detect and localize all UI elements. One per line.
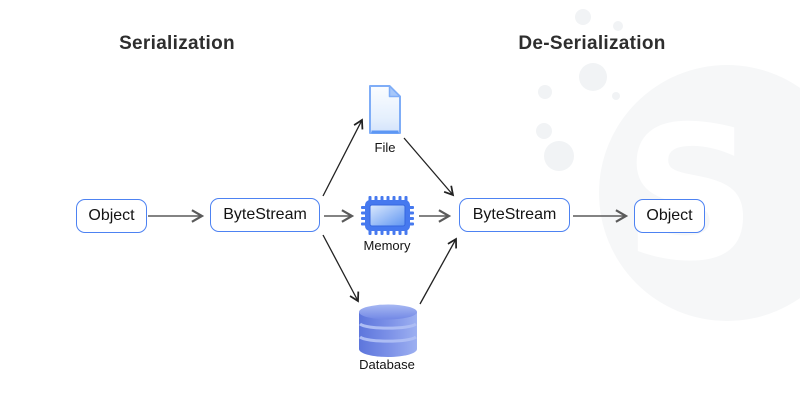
arrow-bytestream-to-file: [322, 118, 364, 197]
arrow-database-to-bytestream: [419, 237, 458, 305]
node-object-left: Object: [76, 199, 147, 233]
node-bytestream-right: ByteStream: [459, 198, 570, 232]
watermark-circle: [599, 65, 800, 321]
serialization-heading: Serialization: [119, 33, 235, 54]
watermark-letter: S: [623, 86, 756, 302]
file-label: File: [374, 140, 396, 155]
deserialization-heading: De-Serialization: [518, 33, 666, 54]
arrow-file-to-bytestream: [403, 137, 455, 197]
memory-chip-icon: [361, 196, 414, 235]
node-object-right: Object: [634, 199, 705, 233]
database-label: Database: [359, 357, 415, 372]
memory-label: Memory: [363, 238, 411, 253]
watermark-dots: [536, 9, 623, 171]
arrow-bytestream-to-database: [322, 234, 360, 303]
file-icon: [368, 84, 402, 135]
node-bytestream-left: ByteStream: [210, 198, 320, 232]
database-icon: [358, 303, 418, 358]
